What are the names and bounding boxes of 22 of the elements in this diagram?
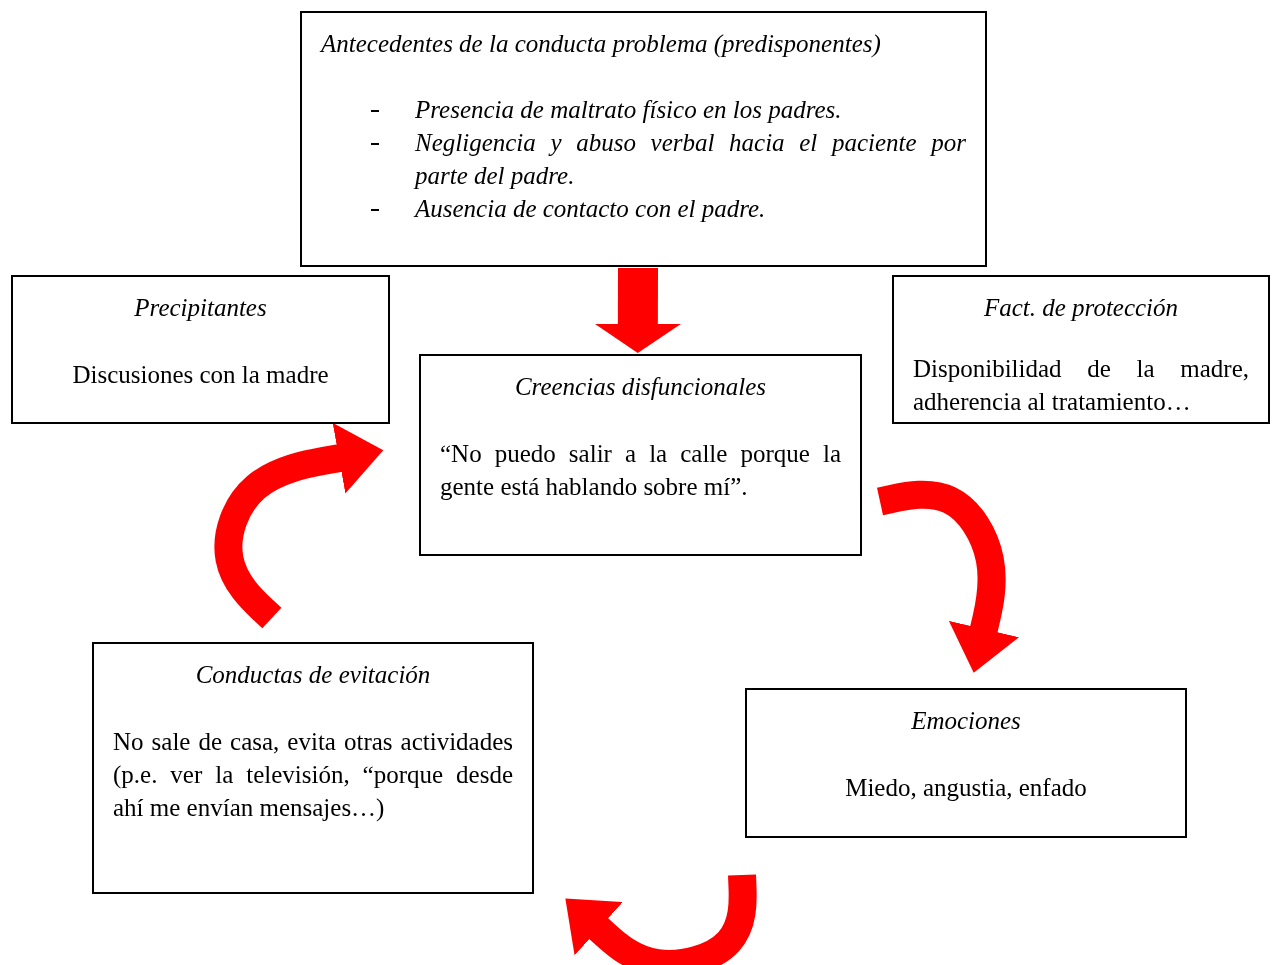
text-box — [11, 275, 390, 424]
box-heading: Fact. de protección — [982, 293, 1180, 323]
text-box — [745, 688, 1187, 838]
box-text: Discusiones con la madre — [71, 360, 330, 390]
text-box — [892, 275, 1270, 424]
text-box — [92, 642, 534, 894]
box-text: “No puedo salir a la calle porque la gente está hablando sobre mí”. — [440, 439, 841, 502]
box-heading: Creencias disfuncionales — [513, 372, 768, 402]
box-heading: Precipitantes — [133, 293, 268, 323]
block-arrow — [594, 268, 681, 353]
list-item: Presencia de maltrato físico en los padres. — [415, 96, 842, 123]
box-heading: Conductas de evitación — [194, 660, 432, 690]
text-box — [419, 354, 862, 556]
box-text: No sale de casa, evita otras actividades (p.e. ver la televisión, “porque desde ahí me envían mensajes…) — [113, 727, 513, 823]
list-item: Negligencia y abuso verbal hacia el paciente por parte del padre. — [415, 129, 966, 189]
box-text: Miedo, angustia, enfado — [844, 773, 1088, 803]
list-item: Ausencia de contacto con el padre. — [415, 195, 766, 222]
box-text: Disponibilidad de la madre, adherencia al tratamiento… — [913, 354, 1249, 417]
text-box — [300, 11, 987, 267]
box-heading: Antecedentes de la conducta problema (predisponentes) — [321, 29, 881, 60]
box-heading: Emociones — [910, 706, 1022, 736]
curved-arrow — [214, 422, 384, 629]
